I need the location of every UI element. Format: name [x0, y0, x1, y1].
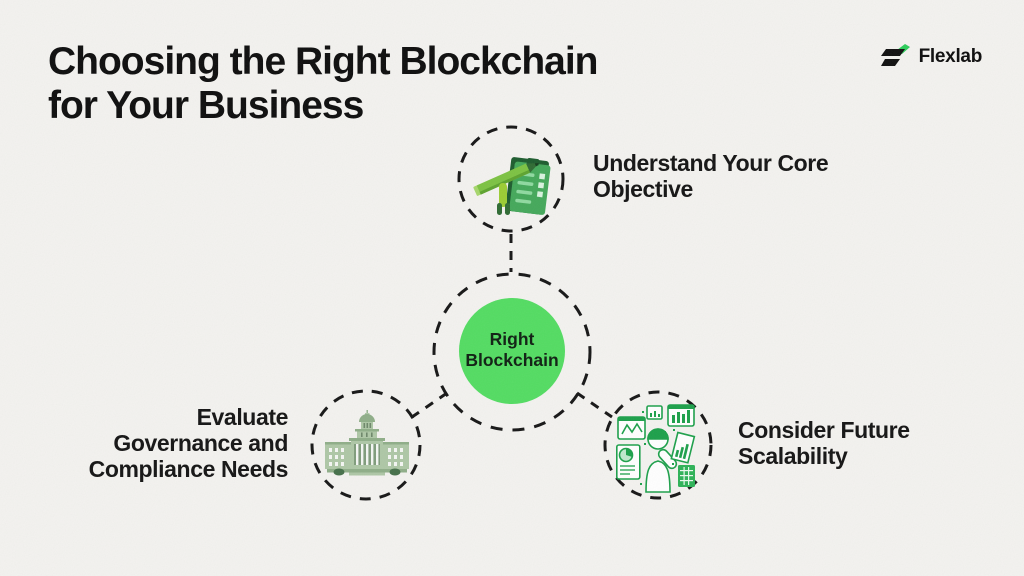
connector-bottom-left [411, 391, 448, 419]
bottom-left-node-label-line3: Compliance Needs [88, 456, 289, 482]
building [325, 410, 409, 476]
top-node-label-line2: Objective [593, 176, 693, 202]
government-building-illustration [321, 410, 413, 485]
bottom-right-node-label: Consider Future Scalability [738, 417, 910, 469]
center-label-line1: Right [489, 329, 535, 349]
clipboard-pencil-icon [473, 157, 551, 215]
bottom-right-node-label-line1: Consider Future [738, 417, 910, 443]
connector-bottom-right [576, 391, 613, 419]
center-label-line2: Blockchain [465, 350, 559, 370]
bottom-left-node-label: Evaluate Governance and Compliance Needs [46, 404, 289, 482]
clipboard-checklist-pencil-illustration [472, 139, 552, 226]
bottom-right-node-label-line2: Scalability [738, 443, 848, 469]
top-node-label: Understand Your Core Objective [593, 150, 829, 202]
handheld-report [670, 431, 696, 464]
bottom-left-node-label-line2: Governance and [113, 430, 288, 456]
center-node-label: Right Blockchain [442, 329, 582, 371]
bottom-left-node-label-line1: Evaluate [196, 404, 289, 430]
analytics-person-illustration [616, 401, 700, 498]
top-node-label-line1: Understand Your Core [593, 150, 829, 176]
grid-card [678, 465, 695, 487]
government-building-icon [325, 410, 409, 476]
analytics-person-icon [616, 404, 696, 493]
